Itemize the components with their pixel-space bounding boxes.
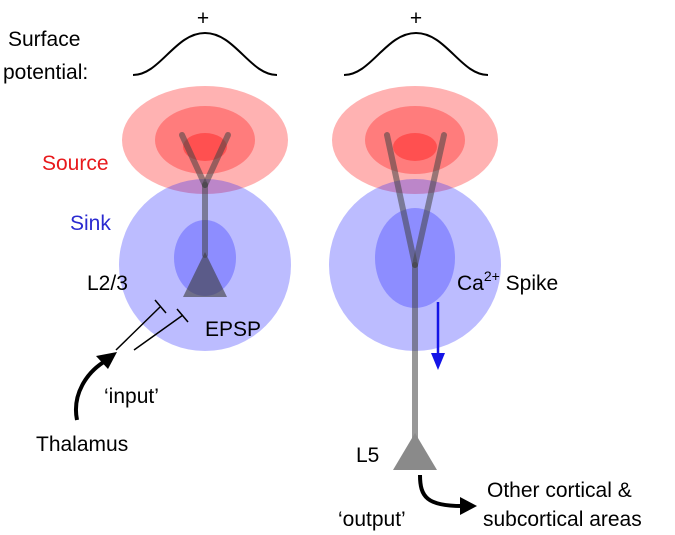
surface-potential-label-line1: Surface <box>8 28 80 51</box>
surface-potential-curve-left <box>132 31 278 76</box>
output-arrowhead <box>460 497 477 515</box>
ca-spike-arrowhead <box>431 353 445 370</box>
source-region-left <box>122 86 288 194</box>
thalamus-label: Thalamus <box>36 433 128 456</box>
input-arrow <box>74 358 109 421</box>
input-label: ‘input’ <box>104 385 159 408</box>
thalamic-input-axons <box>115 299 189 351</box>
l23-neuron <box>179 132 231 258</box>
epsp-label: EPSP <box>205 318 261 341</box>
l23-label: L2/3 <box>87 272 128 295</box>
l23-soma <box>183 252 227 297</box>
l5-neuron <box>384 132 447 443</box>
l5-label: L5 <box>356 444 379 467</box>
plus-sign-left: + <box>197 7 209 30</box>
plus-sign-right: + <box>410 7 422 30</box>
surface-potential-label-line2: potential: <box>3 61 88 84</box>
output-arrow <box>418 474 463 508</box>
surface-potential-curve-right <box>343 31 489 76</box>
ca-spike-label: Ca2+ Spike <box>457 268 558 295</box>
l5-soma <box>393 433 437 470</box>
input-arrowhead <box>96 352 117 369</box>
sink-label: Sink <box>70 212 111 235</box>
source-region-right <box>332 86 498 194</box>
other-areas-label-line2: subcortical areas <box>483 508 642 531</box>
output-label: ‘output’ <box>338 508 406 531</box>
other-areas-label-line1: Other cortical & <box>487 479 632 502</box>
source-label: Source <box>42 152 109 175</box>
